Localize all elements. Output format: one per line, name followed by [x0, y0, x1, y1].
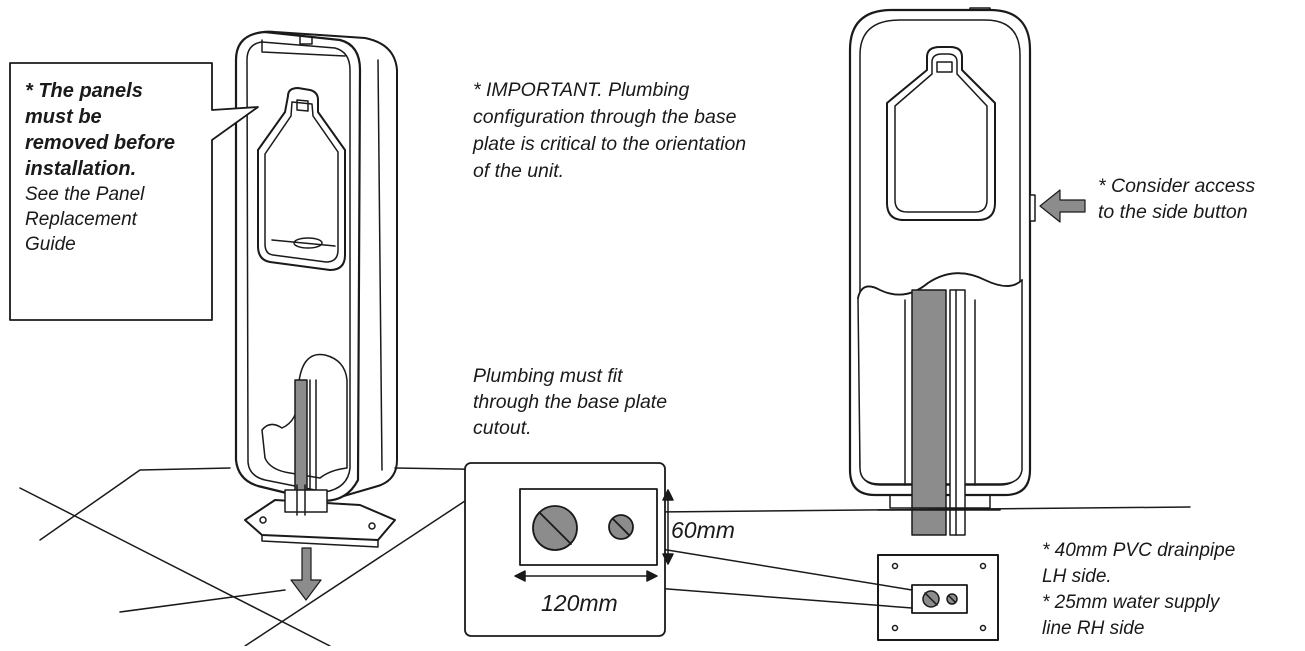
pipe-spec-note: * 40mm PVC drainpipe LH side. * 25mm wat… — [1042, 538, 1304, 642]
panel-removal-callout: * The panels must be removed before inst… — [25, 78, 210, 257]
note-line: * 40mm PVC drainpipe — [1042, 540, 1236, 561]
callout-line: Replacement — [25, 209, 137, 230]
cutout-detail-box — [464, 462, 666, 637]
callout-line: See the Panel — [25, 184, 145, 205]
callout-box — [9, 62, 259, 321]
base-plate-fit-note: Plumbing must fit through the base plate… — [473, 363, 733, 441]
side-button-note: * Consider access to the side button — [1098, 173, 1305, 225]
note-line: through the base plate — [473, 391, 668, 413]
callout-bold-line: removed before — [25, 132, 176, 154]
note-line: plate is critical to the orientation — [473, 133, 747, 155]
note-line: of the unit. — [473, 160, 565, 182]
note-line: LH side. — [1042, 566, 1112, 587]
note-line: Plumbing must fit — [473, 365, 623, 387]
note-line: cutout. — [473, 417, 532, 439]
floor-line — [654, 506, 1191, 513]
width-dimension-label: 120mm — [541, 590, 618, 616]
right-unit — [848, 7, 1036, 536]
side-button-arrow — [1039, 189, 1086, 223]
small-base-plate — [877, 554, 999, 641]
dimension-width — [514, 570, 658, 582]
down-arrow — [290, 547, 322, 601]
floor-plane — [19, 467, 521, 647]
note-line: configuration through the base — [473, 106, 737, 128]
height-dimension-label: 60mm — [671, 517, 735, 543]
important-plumbing-note: * IMPORTANT. Plumbing configuration thro… — [473, 77, 833, 185]
left-unit — [234, 30, 398, 548]
zoom-line-bottom — [654, 587, 913, 609]
callout-bold-line: * The panels — [25, 80, 143, 102]
callout-bold-line: installation. — [25, 158, 137, 180]
zoom-line-top — [654, 547, 913, 591]
note-line: * IMPORTANT. Plumbing — [473, 79, 690, 101]
dimension-height — [662, 489, 674, 565]
note-line: to the side button — [1098, 201, 1248, 223]
callout-line: Guide — [25, 234, 76, 255]
note-line: * 25mm water supply — [1042, 592, 1220, 613]
note-line: * Consider access — [1098, 175, 1256, 197]
note-line: line RH side — [1042, 618, 1145, 639]
callout-bold-line: must be — [25, 106, 102, 128]
